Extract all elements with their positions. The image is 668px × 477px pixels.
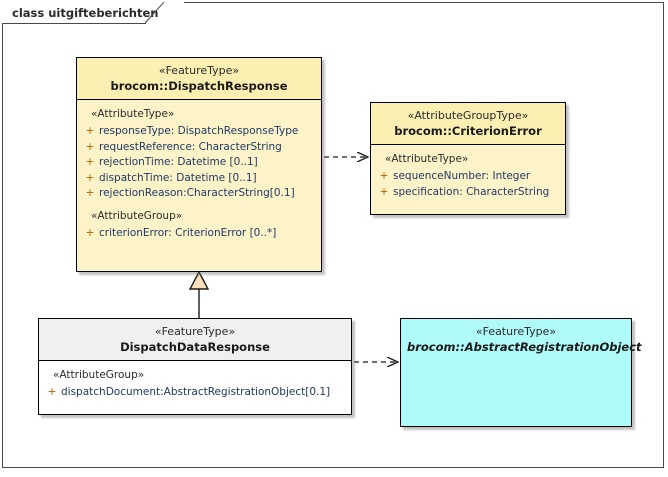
- visibility-marker: +: [379, 185, 389, 198]
- visibility-marker: +: [85, 125, 95, 137]
- attribute-label: dispatchDocument:AbstractRegistrationObj…: [61, 386, 331, 398]
- visibility-marker: +: [85, 156, 95, 168]
- attribute-label: rejectionReason:CharacterString[0.1]: [99, 187, 295, 199]
- attribute-label: dispatchTime: Datetime [0..1]: [99, 171, 257, 184]
- visibility-marker: +: [85, 226, 95, 239]
- compartment-label-attribute-group: «AttributeGroup»: [53, 369, 145, 381]
- class-stereotype: «FeatureType»: [154, 325, 236, 338]
- attribute-row[interactable]: + requestReference: CharacterString: [81, 140, 317, 156]
- class-body-dispatch-data-response: «AttributeGroup» + dispatchDocument:Abst…: [39, 361, 351, 407]
- class-body-dispatch-response: «AttributeType» + responseType: Dispatch…: [77, 100, 321, 247]
- visibility-marker: +: [85, 187, 95, 199]
- attribute-row[interactable]: + specification: CharacterString: [375, 185, 561, 201]
- diagram-title-notch-icon: [144, 2, 165, 24]
- attribute-label: responseType: DispatchResponseType: [99, 125, 299, 137]
- class-name: brocom::DispatchResponse: [110, 79, 288, 93]
- class-name: brocom::CriterionError: [394, 124, 542, 138]
- class-box-abstract-registration-object[interactable]: «FeatureType» brocom::AbstractRegistrati…: [400, 318, 642, 427]
- class-stereotype: «AttributeGroupType»: [407, 109, 529, 122]
- class-header-abstract-registration-object: «FeatureType» brocom::AbstractRegistrati…: [401, 319, 642, 360]
- compartment-label-attribute-type: «AttributeType»: [91, 108, 175, 120]
- visibility-marker: +: [47, 386, 57, 398]
- attribute-label: rejectionTime: Datetime [0..1]: [99, 156, 258, 168]
- attribute-label: specification: CharacterString: [393, 185, 550, 198]
- diagram-frame: [2, 2, 664, 468]
- attribute-label: sequenceNumber: Integer: [393, 170, 531, 182]
- visibility-marker: +: [85, 140, 95, 153]
- class-box-criterion-error[interactable]: «AttributeGroupType» brocom::CriterionEr…: [370, 102, 566, 215]
- diagram-title-tab: class uitgifteberichten: [2, 2, 185, 24]
- attribute-row[interactable]: + rejectionReason:CharacterString[0.1]: [81, 186, 317, 202]
- class-header-dispatch-response: «FeatureType» brocom::DispatchResponse: [77, 58, 321, 100]
- attribute-row[interactable]: + dispatchDocument:AbstractRegistrationO…: [43, 385, 347, 401]
- compartment-label-attribute-group: «AttributeGroup»: [91, 209, 183, 222]
- visibility-marker: +: [85, 171, 95, 184]
- class-name: brocom::AbstractRegistrationObject: [407, 340, 642, 354]
- attribute-row[interactable]: + dispatchTime: Datetime [0..1]: [81, 171, 317, 187]
- attribute-row[interactable]: + responseType: DispatchResponseType: [81, 124, 317, 140]
- class-name: DispatchDataResponse: [120, 340, 270, 354]
- class-header-criterion-error: «AttributeGroupType» brocom::CriterionEr…: [371, 103, 565, 145]
- class-box-dispatch-response[interactable]: «FeatureType» brocom::DispatchResponse «…: [76, 57, 322, 272]
- class-body-criterion-error: «AttributeType» + sequenceNumber: Intege…: [371, 145, 565, 206]
- class-stereotype: «FeatureType»: [475, 325, 557, 338]
- compartment-label-attribute-type: «AttributeType»: [385, 153, 469, 165]
- attribute-label: criterionError: CriterionError [0..*]: [99, 226, 277, 239]
- diagram-title-underline: [2, 23, 146, 24]
- attribute-row[interactable]: + rejectionTime: Datetime [0..1]: [81, 155, 317, 171]
- visibility-marker: +: [379, 170, 389, 182]
- diagram-title: class uitgifteberichten: [12, 6, 159, 20]
- class-header-dispatch-data-response: «FeatureType» DispatchDataResponse: [39, 319, 351, 361]
- class-stereotype: «FeatureType»: [158, 64, 240, 77]
- attribute-row[interactable]: + criterionError: CriterionError [0..*]: [81, 226, 317, 242]
- attribute-label: requestReference: CharacterString: [99, 140, 282, 153]
- class-box-dispatch-data-response[interactable]: «FeatureType» DispatchDataResponse «Attr…: [38, 318, 352, 415]
- attribute-row[interactable]: + sequenceNumber: Integer: [375, 169, 561, 185]
